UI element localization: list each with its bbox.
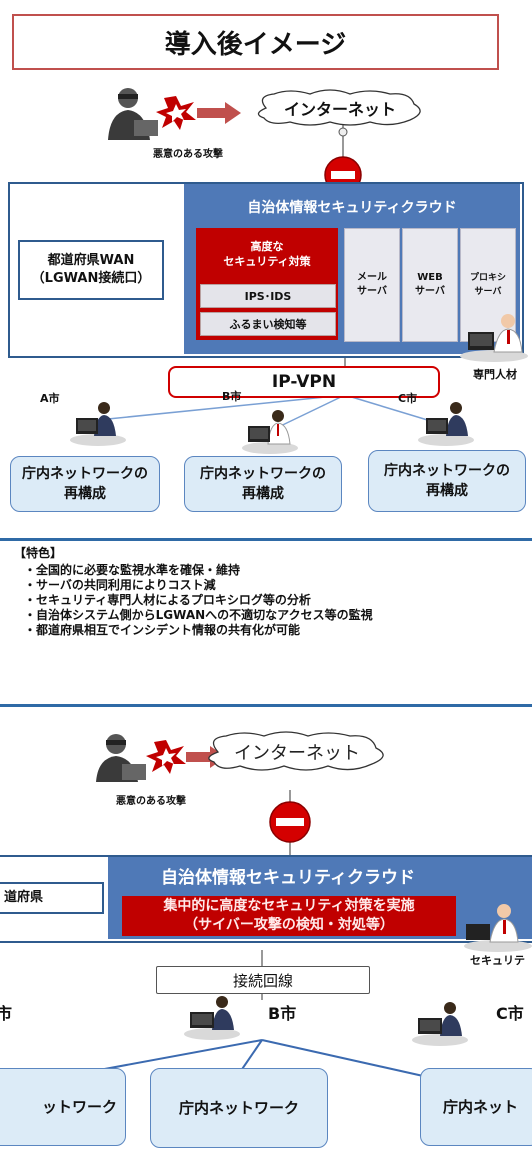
prefecture-wan-box: 都道府県WAN （LGWAN接続口） [18, 240, 164, 300]
feature-item: ・自治体システム側からLGWANへの不適切なアクセス等の監視 [24, 608, 373, 622]
ips-ids-box: IPS･IDS [200, 284, 336, 308]
city-label-b: B市 [268, 1004, 297, 1023]
feature-item: ・全国的に必要な監視水準を確保・維持 [24, 563, 241, 577]
city-label-c: C市 [496, 1004, 524, 1023]
expert-label: 専門人材 [473, 368, 517, 381]
attack-burst-icon [146, 740, 186, 774]
page-title: 導入後イメージ [12, 14, 499, 70]
security-staff-icon [462, 902, 532, 952]
security-cloud-title: 自治体情報セキュリティクラウド [161, 867, 415, 888]
mail-server-box: メール サーバ [344, 228, 400, 342]
network-box-a: 庁内ネットワークの 再構成 [10, 456, 160, 512]
arrow-right-icon [197, 102, 241, 124]
features-list: ・全国的に必要な監視水準を確保・維持 ・サーバの共同利用によりコスト減 ・セキュ… [24, 563, 524, 638]
city-label-b: B市 [222, 390, 242, 403]
security-title-line2: セキュリティ対策 [223, 255, 311, 268]
wan-sub-label: （LGWAN接続口） [31, 271, 151, 286]
network-line1: 庁内ネットワークの [22, 466, 148, 482]
city-label-c: C市 [398, 392, 418, 405]
no-entry-icon [268, 800, 312, 844]
network-line2: 再構成 [426, 483, 468, 499]
mail-server-line1: メール [357, 272, 387, 283]
measure-line1: 集中的に高度なセキュリティ対策を実施 [163, 898, 415, 914]
attacker-icon [100, 86, 160, 140]
internet-label: インターネット [283, 100, 396, 119]
city-a-staff-icon [68, 400, 128, 446]
attack-label: 悪意のある攻撃 [153, 149, 223, 160]
attack-burst-icon [156, 96, 196, 130]
network-line1: 庁内ネットワークの [200, 466, 326, 482]
security-title-line1: 高度な [250, 240, 284, 253]
network-box-b: 庁内ネットワークの 再構成 [184, 456, 342, 512]
network-box-c: 庁内ネットワークの 再構成 [368, 450, 526, 512]
prefecture-box: 道府県 [0, 882, 104, 914]
security-staff-label: セキュリテ [470, 954, 525, 967]
web-server-box: WEB サーバ [402, 228, 458, 342]
section-divider [0, 538, 532, 541]
mail-server-line2: サーバ [357, 286, 387, 297]
internet-cloud-icon [200, 730, 394, 774]
network-box-c: 庁内ネット [420, 1068, 532, 1146]
web-server-line1: WEB [417, 272, 443, 283]
city-c-staff-icon [410, 1000, 472, 1046]
feature-item: ・都道府県相互でインシデント情報の共有化が可能 [24, 623, 301, 637]
network-line2: 再構成 [242, 486, 284, 502]
feature-item: ・セキュリティ専門人材によるプロキシログ等の分析 [24, 593, 311, 607]
ip-vpn-box: IP-VPN [168, 366, 440, 398]
network-box-b: 庁内ネットワーク [150, 1068, 328, 1148]
attacker-icon [88, 732, 148, 782]
connector-dot [338, 122, 348, 137]
proxy-server-line2: サーバ [474, 287, 502, 297]
internet-cloud-icon [250, 88, 430, 128]
connection-line-box: 接続回線 [156, 966, 370, 994]
attack-label: 悪意のある攻撃 [116, 796, 186, 807]
proxy-server-box: プロキシ サーバ [460, 228, 516, 342]
proxy-server-line1: プロキシ [469, 273, 506, 283]
internet-label: インターネット [234, 743, 360, 764]
city-b-staff-icon [182, 994, 244, 1040]
wan-label: 都道府県WAN [47, 253, 135, 268]
network-line2: 再構成 [64, 486, 106, 502]
prefecture-label: 道府県 [4, 890, 44, 905]
city-c-staff-icon [416, 400, 476, 446]
network-box-a: ットワーク [0, 1068, 126, 1146]
features-heading: 【特色】 [14, 546, 63, 560]
city-label-a: 市 [0, 1004, 13, 1023]
security-cloud-title: 自治体情報セキュリティクラウド [247, 200, 457, 216]
web-server-line2: サーバ [415, 286, 445, 297]
measure-line2: （サイバー攻撃の検知・対処等） [184, 917, 394, 933]
section-divider [0, 704, 532, 707]
city-b-staff-icon [240, 408, 300, 454]
feature-item: ・サーバの共同利用によりコスト減 [24, 578, 216, 592]
expert-person-icon [458, 312, 530, 362]
behavior-detection-box: ふるまい検知等 [200, 312, 336, 336]
city-label-a: A市 [40, 392, 60, 405]
central-security-measures-box: 集中的に高度なセキュリティ対策を実施 （サイバー攻撃の検知・対処等） [122, 896, 456, 936]
network-line1: 庁内ネットワークの [384, 463, 510, 479]
